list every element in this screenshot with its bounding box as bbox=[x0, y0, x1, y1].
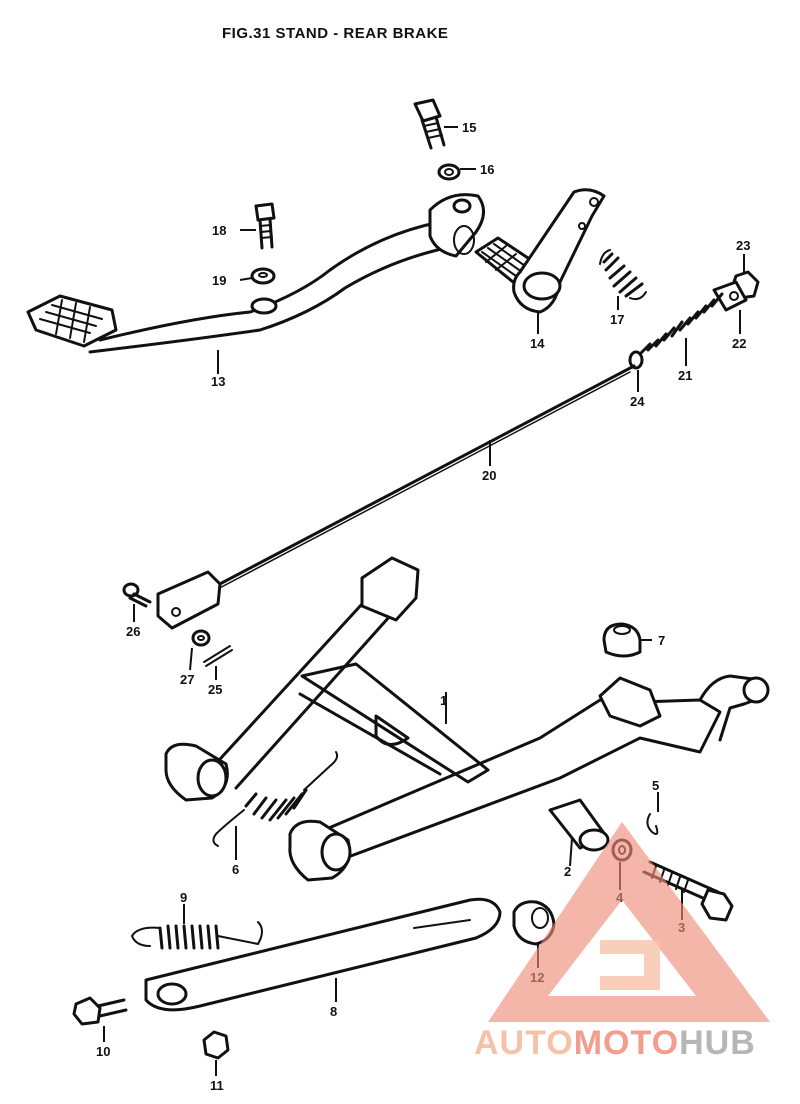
part-9-spring bbox=[130, 921, 263, 950]
callout-11: 11 bbox=[210, 1078, 224, 1093]
callout-15: 15 bbox=[462, 120, 476, 135]
part-6-spring bbox=[212, 751, 339, 847]
part-21-spring bbox=[638, 292, 724, 356]
callout-21: 21 bbox=[678, 368, 692, 383]
part-13-brake-pedal bbox=[26, 193, 485, 354]
callout-27: 27 bbox=[180, 672, 194, 687]
watermark-triangle-icon bbox=[488, 822, 770, 1022]
callout-2: 2 bbox=[564, 864, 571, 879]
part-26-pin bbox=[122, 582, 152, 608]
part-18-bolt bbox=[254, 202, 276, 250]
watermark-inner-mark bbox=[600, 940, 660, 990]
callout-22: 22 bbox=[732, 336, 746, 351]
part-17-spring bbox=[599, 249, 647, 301]
watermark-text-hub: HUB bbox=[679, 1024, 756, 1062]
part-25-cotter-pin bbox=[203, 645, 233, 667]
watermark-text-moto: MOTO bbox=[574, 1024, 679, 1062]
callout-8: 8 bbox=[330, 1004, 337, 1019]
callout-18: 18 bbox=[212, 223, 226, 238]
part-16-washer bbox=[437, 163, 461, 181]
part-12-rubber bbox=[512, 900, 556, 946]
callout-20: 20 bbox=[482, 468, 496, 483]
callout-9: 9 bbox=[180, 890, 187, 905]
watermark-text-auto: AUTO bbox=[474, 1024, 574, 1062]
callout-7: 7 bbox=[658, 633, 665, 648]
callout-17: 17 bbox=[610, 312, 624, 327]
part-11-nut bbox=[202, 1030, 230, 1060]
part-14-brake-arm bbox=[474, 188, 606, 314]
callout-5: 5 bbox=[652, 778, 659, 793]
part-2-collar bbox=[548, 798, 610, 852]
callout-24: 24 bbox=[630, 394, 645, 409]
part-22-joint bbox=[712, 280, 748, 312]
part-15-bolt bbox=[413, 98, 446, 150]
part-5-clip bbox=[646, 813, 659, 835]
callout-1: 1 bbox=[440, 693, 447, 708]
part-19-nut bbox=[250, 267, 276, 285]
callout-16: 16 bbox=[480, 162, 494, 177]
callout-13: 13 bbox=[211, 374, 225, 389]
part-7-stopper bbox=[602, 622, 642, 658]
callout-14: 14 bbox=[530, 336, 545, 351]
part-8-side-stand bbox=[144, 897, 502, 1012]
watermark-text: AUTOMOTOHUB bbox=[474, 1024, 756, 1062]
callout-26: 26 bbox=[126, 624, 140, 639]
part-24-washer bbox=[628, 350, 644, 370]
part-10-bolt bbox=[72, 996, 128, 1026]
part-20-brake-rod bbox=[156, 364, 636, 630]
callout-25: 25 bbox=[208, 682, 222, 697]
watermark-logo: AUTOMOTOHUB bbox=[474, 822, 770, 1062]
part-1-center-stand bbox=[164, 556, 770, 882]
callout-6: 6 bbox=[232, 862, 239, 877]
figure-title: FIG.31 STAND - REAR BRAKE bbox=[222, 25, 448, 42]
callout-23: 23 bbox=[736, 238, 750, 253]
callout-19: 19 bbox=[212, 273, 226, 288]
callout-10: 10 bbox=[96, 1044, 110, 1059]
part-27-washer bbox=[191, 629, 211, 647]
